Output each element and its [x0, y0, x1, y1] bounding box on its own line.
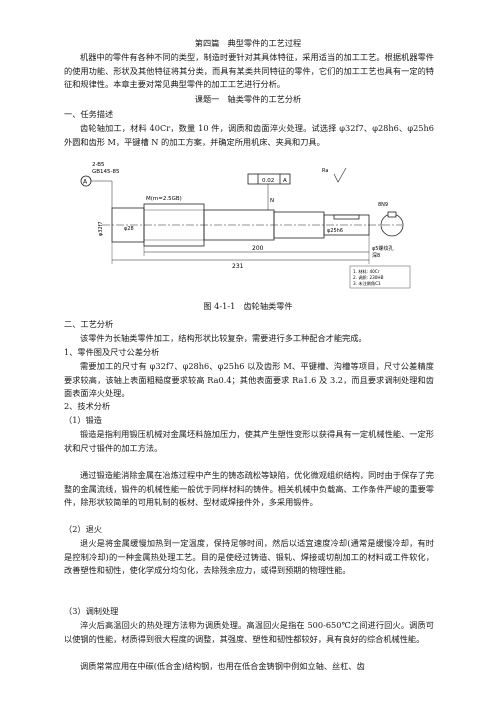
- intro-paragraph: 机器中的零件有各种不同的类型，制造时要针对其具体特征，采用适当的加工工艺。根据机…: [64, 52, 434, 90]
- chamfer-label: 2-B5: [92, 162, 105, 168]
- task-paragraph: 齿轮轴加工，材料 40Cr，数量 10 件，调质和齿面淬火处理。试选择 φ32f…: [64, 123, 434, 147]
- figure-caption: 图 4-1-1 齿轮轴类零件: [203, 301, 293, 311]
- datum-letter: A: [83, 179, 88, 186]
- roughness-label: Ra: [322, 168, 328, 174]
- subheading-tolerance: 1、零件图及尺寸公差分析: [64, 347, 160, 357]
- tolerance-frame: [247, 173, 291, 185]
- lesson-title: 课题一 轴类零件的工艺分析: [194, 94, 302, 104]
- roughness-symbol: [333, 167, 347, 183]
- drawing-svg: A 2-B5 GB145-85 M(m=2.5GB) 0.02 A N φ32f…: [80, 162, 411, 289]
- subheading-technical: 2、技术分析: [64, 401, 111, 411]
- note-2: 2. 调质: 230HB: [353, 274, 384, 281]
- tail-label-2: 深8: [372, 252, 380, 259]
- note-1: 1. 材料: 40Cr: [353, 268, 380, 275]
- tolerance-ref: A: [283, 178, 287, 184]
- keyway-width: 8N9: [378, 202, 388, 208]
- notes-box: [349, 265, 411, 289]
- note-3: 3. 未注倒角C1: [353, 280, 381, 287]
- temper-heading: （3）调制处理: [64, 606, 119, 616]
- section-heading-analysis: 二、工艺分析: [64, 319, 114, 329]
- dia2-label: φ28: [124, 226, 134, 232]
- chamfer-standard: GB145-85: [92, 169, 120, 175]
- keyway-letter: N: [270, 198, 274, 204]
- anneal-heading: （2）退火: [64, 524, 102, 534]
- forge-paragraph-2: 通过锻造能消除金属在冶炼过程中产生的铸态疏松等缺陷，优化微观组织结构，同时由于保…: [64, 470, 434, 508]
- dia3-label: φ25h6: [327, 228, 343, 234]
- tolerance-value: 0.02: [262, 178, 274, 184]
- keyway: [333, 214, 360, 220]
- temper-paragraph-1: 淬火后高温回火的热处理方法称为调质处理。高温回火是指在 500-650℃之间进行…: [64, 620, 434, 644]
- total-length: 231: [232, 263, 244, 270]
- forge-paragraph-1: 锻造是指利用锻压机械对金属坯料施加压力，使其产生塑性变形以获得具有一定机械性能、…: [64, 429, 434, 453]
- tolerance-paragraph: 需要加工的尺寸有 φ32f7、φ28h6、φ25h6 以及齿形 M、平键槽、沟槽…: [64, 361, 434, 399]
- gear-label: M(m=2.5GB): [146, 196, 182, 202]
- tail-label: φ5螺纹孔: [372, 245, 393, 252]
- anneal-paragraph: 退火是将金属缓慢加热到一定温度，保持足够时间，然后以适宜速度冷却(通常是缓慢冷却…: [64, 538, 434, 576]
- dia1-label: φ32f7: [98, 221, 104, 236]
- gear-shaft-drawing: A 2-B5 GB145-85 M(m=2.5GB) 0.02 A N φ32f…: [72, 160, 424, 290]
- chapter-title: 第四篇 典型零件的工艺过程: [194, 38, 302, 48]
- analysis-intro: 该零件为长轴类零件加工，结构形状比较复杂，需要进行多工种配合才能完成。: [80, 333, 367, 343]
- temper-paragraph-2: 调质常常应用在中碳(低合金)结构钢，也用在低合金铸钢中例如立轴、丝杠、齿: [80, 661, 365, 671]
- section-heading-task: 一、任务描述: [64, 109, 114, 119]
- forge-heading: （1）锻造: [64, 415, 102, 425]
- segment-length: 200: [252, 245, 264, 252]
